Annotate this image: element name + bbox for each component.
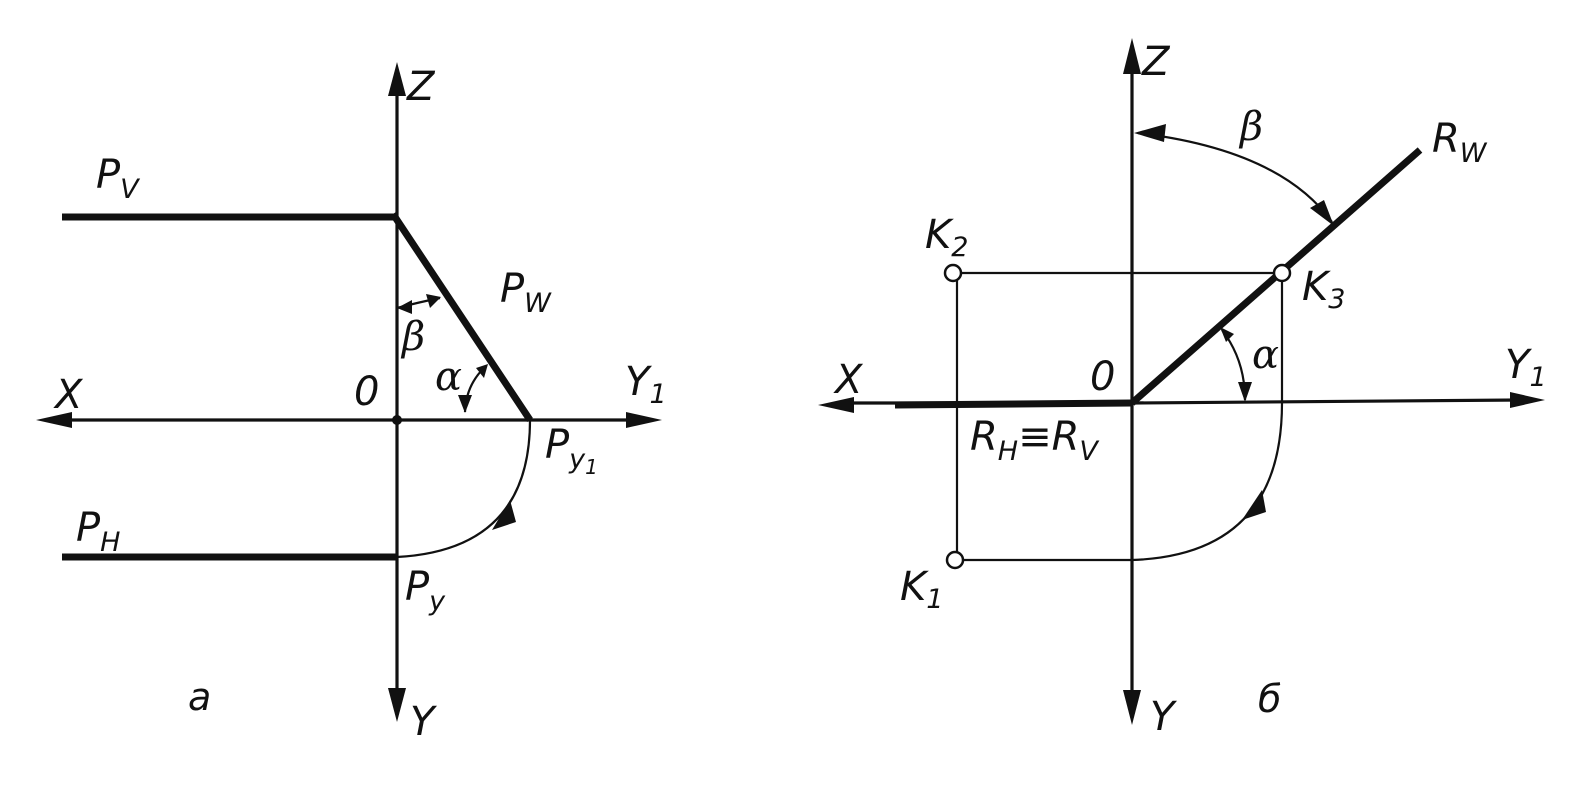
b-beta-arc — [1137, 131, 1333, 223]
b-x-arrow — [818, 397, 854, 413]
b-origin-label: 0 — [1090, 354, 1115, 400]
a-py-label: Py — [405, 564, 446, 617]
b-y-label: Y — [1150, 694, 1178, 740]
a-caption: а — [188, 675, 211, 719]
a-y1-arrow — [626, 412, 662, 428]
a-origin-label: 0 — [354, 369, 379, 415]
b-k3-point — [1272, 263, 1292, 283]
a-py1-label: Py1 — [545, 422, 598, 479]
a-z-arrow — [388, 62, 406, 96]
a-y-arrow — [388, 688, 406, 722]
b-alpha-arrow-down — [1238, 382, 1252, 402]
a-alpha-label: α — [435, 354, 462, 400]
b-beta-arrow-left — [1134, 124, 1166, 142]
a-z-label: Z — [406, 64, 436, 110]
a-rotation-arc — [396, 419, 532, 559]
panel-a: Z Y X Y1 0 PV PW PH Py Py1 β α а — [36, 62, 667, 745]
panel-b: Z Y X Y1 0 RW RH≡RV K2 K1 K3 β α б — [818, 38, 1547, 740]
b-k1-point — [945, 550, 965, 570]
b-beta-label: β — [1238, 104, 1263, 150]
a-pw-trace — [390, 212, 533, 422]
a-y1-label: Y1 — [625, 359, 667, 410]
b-z-arrow — [1123, 38, 1141, 74]
b-y1-label: Y1 — [1505, 342, 1547, 393]
b-rw-label: RW — [1432, 116, 1488, 169]
b-z-label: Z — [1141, 39, 1171, 85]
a-x-arrow — [36, 412, 72, 428]
b-x-label: X — [833, 357, 864, 403]
b-k3-label: K3 — [1302, 264, 1345, 315]
b-rotation-arc-arrow — [1242, 490, 1266, 520]
b-rh-rv-label: RH≡RV — [970, 414, 1100, 467]
b-k1-label: K1 — [900, 564, 943, 615]
b-y1-axis — [1131, 398, 1521, 405]
b-caption: б — [1258, 677, 1281, 721]
a-origin-dot — [392, 415, 402, 425]
b-rotation-arc — [1131, 402, 1284, 562]
a-rotation-arc-arrow — [492, 500, 516, 530]
b-alpha-label: α — [1252, 332, 1279, 378]
b-k2-label: K2 — [925, 212, 968, 263]
a-pw-label: PW — [500, 266, 552, 319]
a-alpha-arrow-down — [458, 395, 472, 413]
a-beta-arrow-left — [397, 300, 412, 314]
b-beta-arrow-right — [1310, 200, 1334, 226]
b-k2-point — [943, 263, 963, 283]
b-y1-arrow — [1510, 392, 1545, 408]
a-beta-label: β — [400, 314, 425, 360]
a-ph-label: PH — [76, 505, 120, 558]
a-pv-label: PV — [96, 152, 141, 205]
b-y-arrow — [1123, 690, 1141, 725]
a-x-label: X — [53, 372, 84, 418]
b-alpha-arrow-up — [1220, 327, 1234, 342]
a-alpha-arrow-up — [476, 364, 488, 378]
b-rh-rv-trace — [894, 399, 1133, 409]
a-y-label: Y — [410, 699, 438, 745]
a-beta-arrow-right — [426, 294, 441, 308]
